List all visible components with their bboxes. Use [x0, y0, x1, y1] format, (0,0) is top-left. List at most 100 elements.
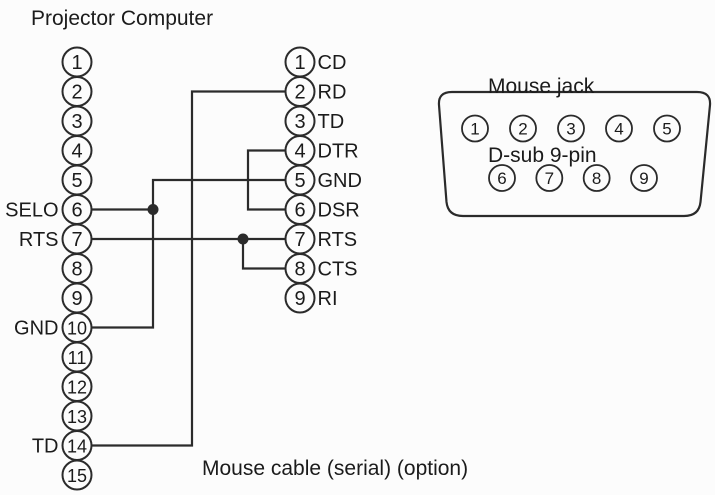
- projector-pin-7: 7 RTS: [19, 223, 93, 255]
- pin-number: 7: [71, 229, 82, 251]
- pin-number: 1: [71, 52, 82, 74]
- projector-pin-13: 13: [61, 400, 93, 432]
- pin-number: 9: [639, 169, 648, 188]
- mouse-jack-title-line2: D-sub 9-pin: [488, 144, 597, 167]
- dsub-pin-7: 7: [535, 164, 564, 192]
- pin-circle: [61, 459, 93, 491]
- dsub-pin-8: 8: [582, 164, 611, 192]
- pin-number: 8: [294, 259, 305, 281]
- serial-pin-2: 2 RD: [284, 76, 347, 107]
- dsub-9pin-connector: 1 2 3 4 5 6 7 8 9: [437, 90, 712, 218]
- pin-number: 1: [470, 120, 479, 139]
- pin-circle: [582, 164, 611, 192]
- serial-pin-6: 6 DSR: [284, 194, 360, 225]
- serial-pin-label: RD: [318, 82, 347, 104]
- pin-circle: [557, 114, 585, 143]
- junction-dot: [237, 233, 249, 245]
- projector-pin-1: 1: [61, 46, 93, 78]
- pin-number: 5: [294, 170, 305, 192]
- serial-pin-5: 5 GND: [284, 164, 362, 196]
- projector-pin-10: 10 GND: [14, 312, 93, 343]
- dsub-pin-5: 5: [653, 114, 681, 143]
- pin-number: 9: [71, 288, 82, 310]
- serial-pin-9: 9 RI: [284, 282, 338, 314]
- pin-circle: [284, 282, 316, 314]
- pin-circle: [488, 164, 516, 192]
- pin-number: 15: [67, 466, 87, 486]
- dsub-pin-6: 6: [488, 164, 516, 192]
- projector-pin-15: 15: [61, 459, 93, 491]
- dsub-pin-2: 2: [509, 114, 537, 143]
- serial-pin-8: 8 CTS: [284, 253, 358, 284]
- pin-number: 9: [294, 288, 305, 310]
- pin-number: 12: [67, 378, 87, 398]
- pin-number: 6: [294, 200, 305, 222]
- projector-pin-8: 8: [61, 253, 93, 284]
- wire-cts: [241, 239, 286, 270]
- pin-circle: [535, 164, 564, 192]
- projector-pin-label: SELO: [5, 200, 58, 222]
- projector-pin-4: 4: [61, 135, 93, 166]
- pin-number: 13: [67, 407, 87, 427]
- junction-dot: [147, 204, 159, 215]
- serial-pin-label: TD: [318, 111, 345, 133]
- pin-circle: [509, 114, 537, 143]
- serial-pin-label: RTS: [318, 229, 358, 251]
- pin-number: 11: [68, 348, 87, 368]
- mouse-jack-title: Mouse jack D-sub 9-pin: [488, 29, 597, 213]
- projector-pin-11: 11: [61, 341, 93, 373]
- projector-pin-6: 6 SELO: [5, 194, 93, 225]
- projector-pin-3: 3: [61, 105, 93, 137]
- pin-number: 4: [294, 141, 305, 163]
- mouse-jack-title-line1: Mouse jack: [488, 75, 595, 98]
- dsub-outline: [437, 90, 712, 218]
- pin-number: 14: [67, 437, 87, 457]
- pin-number: 5: [71, 170, 82, 192]
- cable-caption: Mouse cable (serial) (option): [202, 457, 469, 480]
- pin-number: 2: [294, 82, 305, 104]
- pin-number: 7: [545, 169, 554, 188]
- pin-number: 2: [71, 82, 82, 104]
- serial-pin-4: 4 DTR: [284, 135, 359, 166]
- dsub-pin-1: 1: [461, 114, 489, 143]
- wire-dtr-dsr: [246, 149, 286, 211]
- projector-connector-title: Projector Computer: [31, 7, 214, 30]
- dsub-pin-9: 9: [630, 164, 658, 192]
- pin-number: 8: [592, 169, 601, 188]
- serial-pin-label: GND: [318, 170, 362, 192]
- serial-pin-1: 1 CD: [284, 46, 347, 78]
- projector-pin-5: 5: [61, 164, 93, 196]
- dsub-pin-3: 3: [557, 114, 585, 143]
- projector-pin-12: 12: [61, 371, 93, 402]
- pin-circle: [653, 114, 681, 143]
- projector-pin-2: 2: [61, 76, 93, 107]
- projector-pin-label: GND: [14, 318, 58, 340]
- wire-td: [91, 90, 286, 447]
- serial-pin-label: DSR: [318, 200, 360, 222]
- serial-pin-label: CTS: [318, 259, 358, 281]
- serial-pin-label: CD: [318, 52, 347, 74]
- projector-pin-label: RTS: [19, 229, 59, 251]
- pin-number: 5: [662, 120, 671, 139]
- serial-pin-label: DTR: [318, 141, 359, 163]
- wire-gnd: [91, 178, 286, 329]
- pin-number: 6: [497, 169, 506, 188]
- projector-pin-9: 9: [61, 282, 93, 314]
- serial-pin-label: RI: [318, 288, 338, 310]
- pin-number: 1: [294, 52, 305, 74]
- projector-pin-label: TD: [32, 436, 59, 458]
- pin-number: 8: [71, 259, 82, 281]
- pin-circle: [461, 114, 489, 143]
- pin-number: 3: [71, 111, 82, 133]
- pin-number: 4: [614, 120, 623, 139]
- pin-number: 2: [518, 120, 527, 139]
- pin-number: 10: [67, 319, 87, 339]
- pin-number: 4: [71, 141, 82, 163]
- dsub-pin-4: 4: [605, 114, 633, 143]
- pin-number: 6: [71, 200, 82, 222]
- pin-number: 3: [566, 120, 575, 139]
